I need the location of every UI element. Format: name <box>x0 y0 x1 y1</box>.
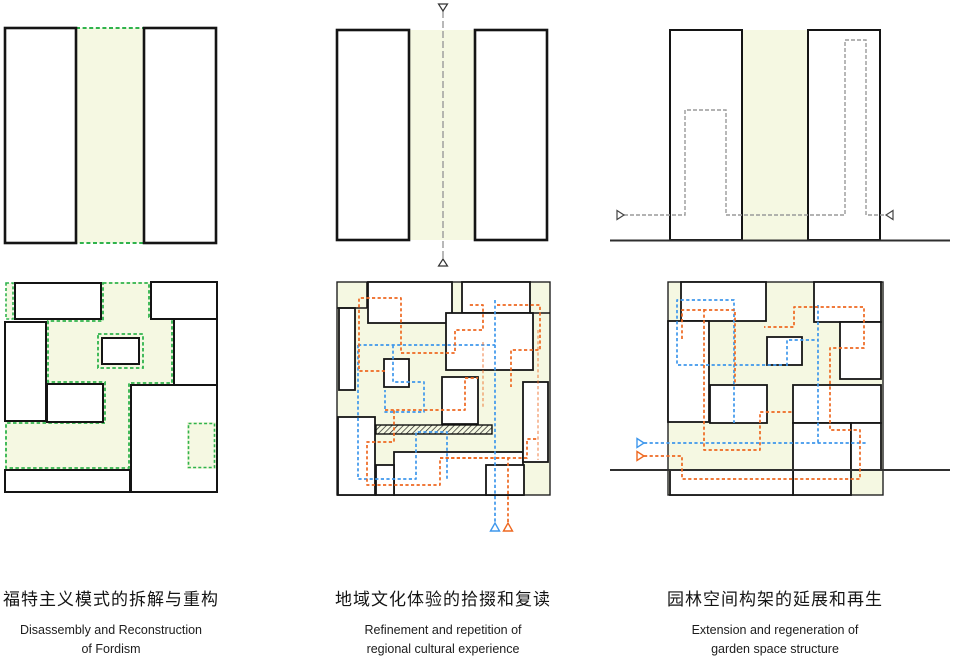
plan-routes <box>330 277 560 535</box>
fordism-bars-svg <box>3 26 218 245</box>
caption-cn-2: 地域文化体验的拾掇和复读 <box>335 590 551 609</box>
diagram-top-fordism <box>0 0 230 270</box>
bar-right <box>807 29 881 241</box>
axis-bars-svg <box>335 3 549 267</box>
caption-en-1: Disassembly and Reconstruction of Fordis… <box>19 623 203 656</box>
bar-left <box>3 26 78 245</box>
bar-left <box>335 28 411 242</box>
axis-marker-bottom-icon <box>437 257 449 267</box>
highlight-band <box>409 30 475 240</box>
caption-column-2: 地域文化体验的拾掇和复读 Refinement and repetition o… <box>288 585 598 659</box>
plan-fordism <box>0 277 230 502</box>
building-blocks <box>337 281 549 496</box>
caption-cn-3: 园林空间构架的延展和再生 <box>667 590 883 609</box>
caption-column-3: 园林空间构架的延展和再生 Extension and regeneration … <box>620 585 930 659</box>
caption-cn-1: 福特主义模式的拆解与重构 <box>3 590 219 609</box>
path-marker-right-icon <box>884 209 894 221</box>
hatched-bar <box>375 424 493 435</box>
fordism-plan-svg <box>4 281 218 493</box>
orange-route-start-marker-icon <box>636 450 646 462</box>
blue-routes <box>357 300 496 522</box>
notch-dashed <box>187 422 216 469</box>
routes-plan-svg <box>336 281 551 532</box>
blue-route-start-marker-icon <box>636 437 646 449</box>
blue-route-end-marker-icon <box>489 521 501 532</box>
void-strip <box>5 282 14 320</box>
orange-routes <box>644 306 865 480</box>
building-blocks <box>667 281 882 496</box>
orange-route-end-marker-icon <box>502 521 514 532</box>
highlight-band-dashed <box>75 27 145 244</box>
caption-column-1: 福特主义模式的拆解与重构 Disassembly and Reconstruct… <box>0 585 266 659</box>
path-marker-left-icon <box>616 209 626 221</box>
notch-fill <box>187 422 216 469</box>
garden-plan-svg <box>610 281 950 496</box>
building-blocks <box>4 281 218 493</box>
orange-routes <box>358 297 541 522</box>
void-dashed-outline <box>5 282 173 469</box>
caption-en-3: Extension and regeneration of garden spa… <box>691 623 859 656</box>
highlight-band <box>742 30 808 240</box>
blue-routes <box>644 299 866 444</box>
bar-right <box>142 26 218 245</box>
axis-marker-top-icon <box>437 3 449 13</box>
bar-right <box>473 28 549 242</box>
bar-left <box>669 29 743 241</box>
diagram-top-axis <box>330 0 560 270</box>
plan-garden <box>600 277 960 517</box>
court-ring-dashed <box>97 333 144 369</box>
meander-path <box>624 39 886 216</box>
diagram-top-garden-section <box>600 0 960 270</box>
caption-en-2: Refinement and repetition of regional cu… <box>364 623 522 656</box>
garden-section-svg <box>610 29 950 242</box>
